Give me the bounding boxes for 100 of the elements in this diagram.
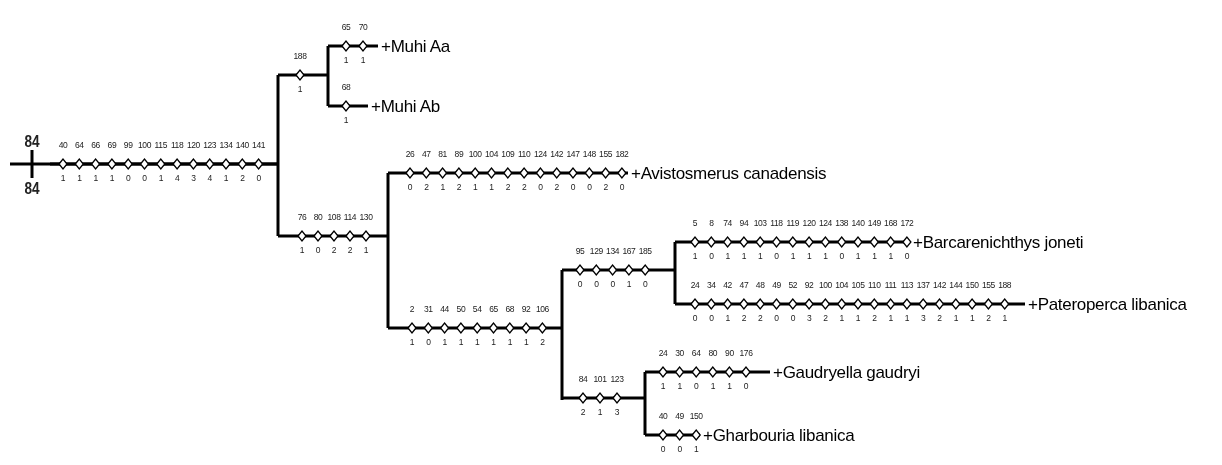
- character-state: 2: [347, 245, 353, 255]
- character-number: 49: [772, 280, 781, 290]
- root-value: 84: [24, 179, 40, 197]
- character-number: 108: [327, 212, 341, 222]
- character-number: 106: [535, 304, 549, 314]
- character-number: 99: [123, 140, 133, 150]
- character-state: 1: [158, 173, 163, 183]
- character-state: 2: [554, 182, 559, 192]
- character-number: 100: [468, 149, 482, 159]
- character-number: 118: [170, 140, 184, 150]
- character-state: 0: [610, 279, 615, 289]
- character-number: 144: [949, 280, 963, 290]
- character-state: 3: [191, 173, 196, 183]
- character-state: 0: [577, 279, 583, 289]
- character-number: 141: [252, 140, 266, 150]
- character-state: 0: [709, 251, 714, 261]
- character-state: 1: [507, 337, 512, 347]
- character-state: 1: [790, 251, 795, 261]
- character-state: 0: [407, 182, 413, 192]
- character-number: 103: [753, 218, 767, 228]
- character-state: 1: [109, 173, 115, 183]
- character-state: 1: [969, 313, 975, 323]
- character-state: 2: [580, 407, 586, 417]
- character-number: 65: [489, 304, 498, 314]
- character-number: 5: [692, 218, 698, 228]
- taxon-label: +Muhi Ab: [371, 97, 440, 115]
- character-number: 188: [998, 280, 1012, 290]
- character-state: 1: [297, 84, 303, 94]
- character-state: 0: [774, 251, 779, 261]
- character-number: 76: [297, 212, 307, 222]
- character-state: 1: [223, 173, 229, 183]
- character-state: 0: [142, 173, 147, 183]
- character-number: 34: [706, 280, 716, 290]
- character-number: 104: [835, 280, 849, 290]
- character-state: 2: [456, 182, 462, 192]
- character-state: 0: [256, 173, 261, 183]
- character-number: 74: [723, 218, 732, 228]
- character-number: 105: [851, 280, 865, 290]
- character-state: 0: [709, 313, 714, 323]
- character-state: 1: [694, 444, 699, 454]
- taxon-label: +Avistosmerus canadensis: [631, 164, 827, 182]
- character-state: 2: [424, 182, 429, 192]
- character-number: 111: [884, 280, 897, 290]
- character-state: 1: [677, 381, 682, 391]
- character-state: 1: [597, 407, 603, 417]
- character-number: 188: [293, 51, 307, 61]
- character-state: 1: [343, 55, 349, 65]
- character-state: 1: [475, 337, 480, 347]
- character-number: 31: [423, 304, 433, 314]
- character-state: 1: [888, 251, 893, 261]
- character-state: 0: [315, 245, 321, 255]
- character-number: 100: [818, 280, 832, 290]
- character-number: 150: [689, 411, 703, 421]
- character-state: 3: [921, 313, 926, 323]
- character-state: 0: [126, 173, 131, 183]
- character-number: 124: [533, 149, 547, 159]
- character-number: 113: [900, 280, 914, 290]
- character-state: 1: [806, 251, 812, 261]
- taxon-label: +Muhi Aa: [381, 37, 450, 55]
- character-state: 0: [692, 313, 698, 323]
- character-number: 168: [884, 218, 898, 228]
- taxon-label: +Gaudryella gaudryi: [773, 363, 920, 381]
- character-number: 140: [235, 140, 249, 150]
- character-state: 2: [741, 313, 747, 323]
- character-state: 0: [694, 381, 699, 391]
- character-state: 0: [743, 381, 749, 391]
- character-number: 134: [219, 140, 233, 150]
- character-number: 185: [638, 246, 652, 256]
- character-number: 182: [615, 149, 629, 159]
- character-state: 1: [77, 173, 82, 183]
- character-number: 118: [770, 218, 783, 228]
- character-state: 1: [440, 182, 445, 192]
- character-state: 3: [806, 313, 812, 323]
- taxon-label: +Barcarenichthys joneti: [913, 233, 1084, 251]
- character-state: 1: [1002, 313, 1007, 323]
- character-number: 137: [916, 280, 930, 290]
- character-state: 1: [872, 251, 877, 261]
- character-state: 1: [360, 55, 366, 65]
- character-number: 155: [599, 149, 613, 159]
- character-number: 47: [421, 149, 431, 159]
- character-number: 120: [186, 140, 200, 150]
- character-number: 124: [818, 218, 832, 228]
- character-number: 40: [58, 140, 68, 150]
- character-number: 176: [739, 348, 753, 358]
- character-number: 64: [74, 140, 84, 150]
- character-number: 92: [521, 304, 531, 314]
- character-number: 30: [675, 348, 684, 358]
- character-number: 94: [739, 218, 749, 228]
- character-number: 149: [867, 218, 881, 228]
- character-number: 109: [501, 149, 515, 159]
- character-number: 119: [786, 218, 799, 228]
- character-state: 0: [660, 444, 666, 454]
- character-number: 130: [359, 212, 373, 222]
- character-state: 1: [839, 313, 844, 323]
- character-state: 4: [174, 173, 180, 183]
- character-number: 69: [107, 140, 117, 150]
- character-number: 134: [606, 246, 620, 256]
- character-number: 84: [578, 374, 588, 384]
- character-state: 4: [207, 173, 212, 183]
- character-state: 0: [790, 313, 795, 323]
